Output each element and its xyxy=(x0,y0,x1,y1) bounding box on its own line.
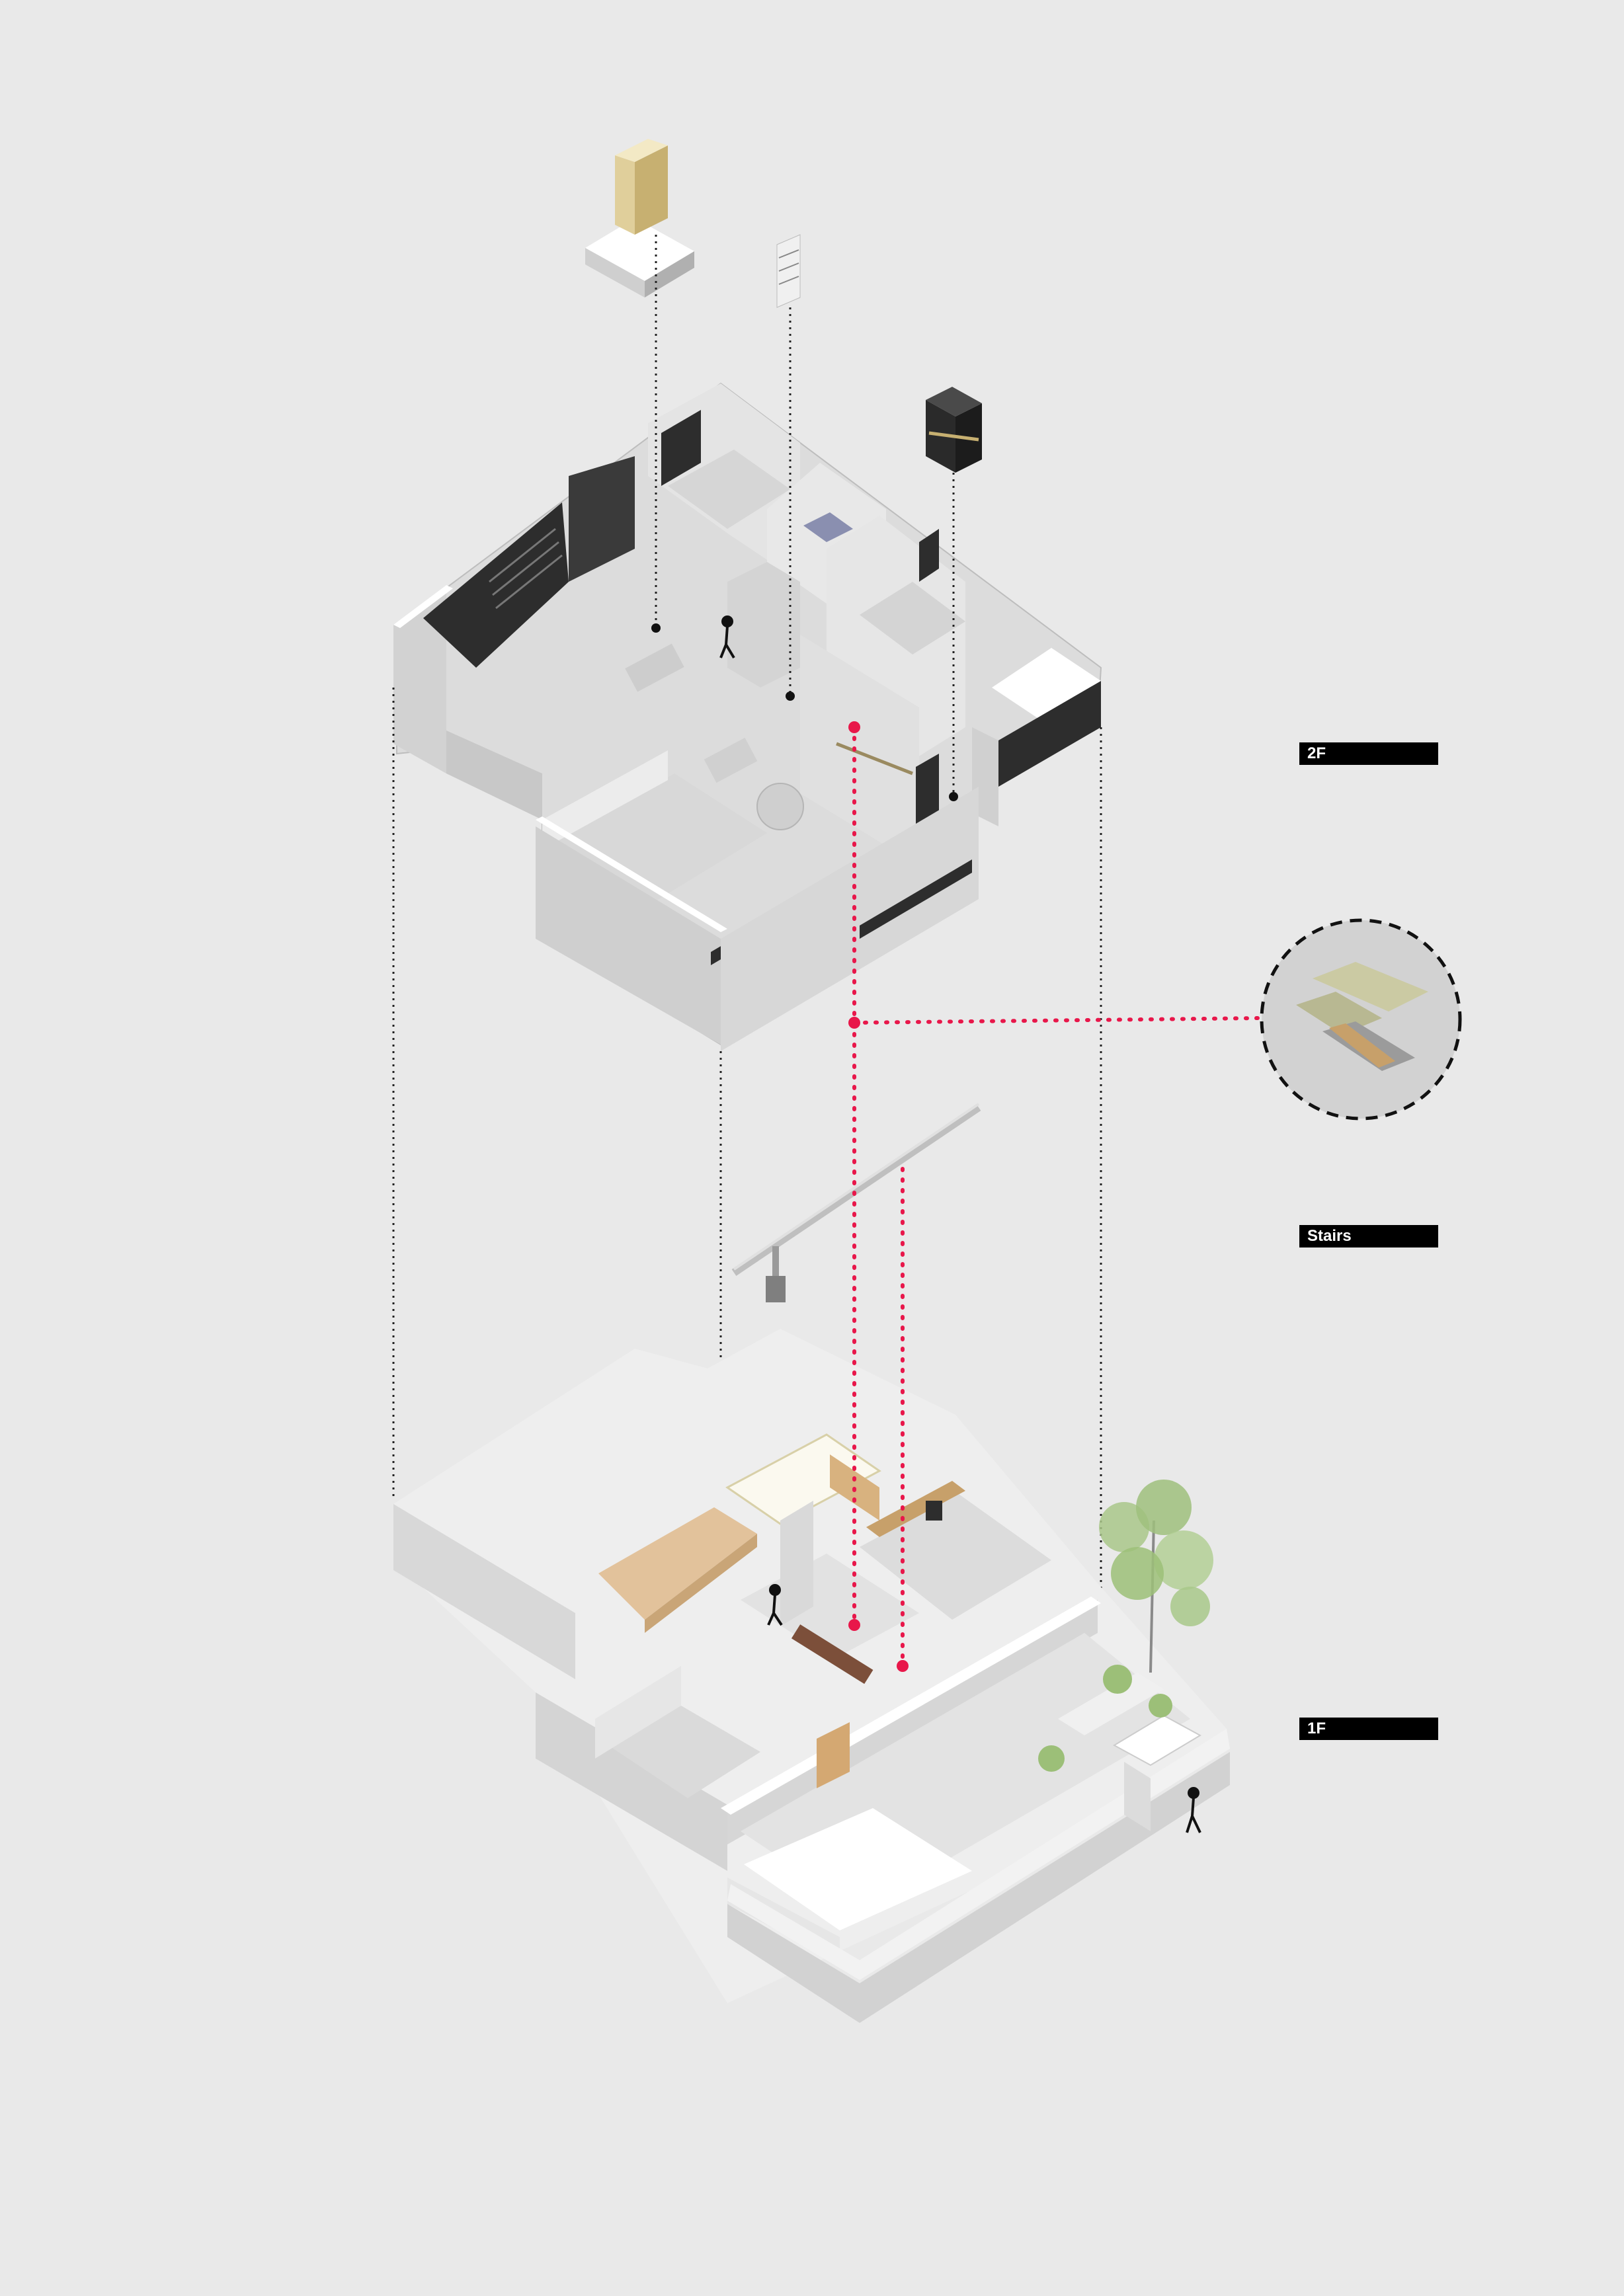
planter-box xyxy=(1058,1673,1164,1735)
tree-icon xyxy=(1038,1480,1213,1772)
kitchen-appliance xyxy=(926,1501,942,1521)
first-floor-slab-top xyxy=(393,1329,1227,2003)
stair-stringer xyxy=(731,1104,981,1276)
first-floor-slab-left-face xyxy=(393,1504,575,1679)
dark-feature-wall-2 xyxy=(569,456,635,582)
kitchen-unit-end xyxy=(645,251,694,297)
stair-post xyxy=(772,1246,779,1283)
north-bedroom-window xyxy=(661,410,701,486)
white-terrace-block xyxy=(744,1808,972,1930)
stairs-label: Stairs xyxy=(1299,1225,1438,1247)
wood-deck xyxy=(598,1507,757,1620)
second-floor-plan xyxy=(393,382,1102,1051)
west-wall-face xyxy=(446,731,542,820)
bathroom-tub xyxy=(803,512,853,542)
kitchen-unit-face xyxy=(585,248,645,297)
callout-stair-upper xyxy=(1313,962,1428,1011)
round-rug xyxy=(756,783,804,830)
lower-left-room-floor xyxy=(608,1706,760,1798)
east-bedroom-floor xyxy=(860,582,965,654)
kitchen-unit-top xyxy=(585,218,694,281)
kitchen-floor xyxy=(860,1494,1051,1620)
tall-cabinet-wood xyxy=(635,145,668,235)
east-wing-face xyxy=(998,681,1101,787)
east-wing-top xyxy=(992,648,1101,721)
wood-deck-side xyxy=(645,1534,757,1633)
southwest-room-outer-top xyxy=(536,816,727,932)
dining-table xyxy=(704,737,758,783)
callout-wood-tread xyxy=(1329,1023,1395,1068)
central-hall-east-wall xyxy=(800,635,919,866)
central-wall-partition xyxy=(780,1501,813,1626)
dark-feature-wall xyxy=(423,502,569,668)
person-walking-icon xyxy=(719,615,735,659)
callout-stair-lower xyxy=(1296,992,1382,1035)
feature-wall-slats-2 xyxy=(492,541,559,596)
white-block xyxy=(725,1433,881,1525)
stair-detail-callout xyxy=(1260,918,1462,1121)
west-wall-block xyxy=(393,585,446,773)
storage-block xyxy=(727,562,800,688)
first-floor-plan xyxy=(393,1329,1230,2023)
southwest-room-back-wall xyxy=(542,750,668,850)
east-bedroom-window xyxy=(919,529,939,582)
shelf-lines-2 xyxy=(778,262,799,272)
person-walking-icon xyxy=(767,1584,783,1626)
central-hall-dark-panel xyxy=(916,754,939,833)
shelf-lines-3 xyxy=(778,276,799,285)
stair-path-nodes xyxy=(848,721,909,1672)
west-wall-top xyxy=(393,585,453,628)
person-walking-icon xyxy=(1186,1787,1201,1833)
first-floor-label: 1F xyxy=(1299,1718,1438,1740)
wardrobe-wood-strip xyxy=(928,431,979,442)
first-floor-slab-step-face xyxy=(536,1692,727,1871)
kitchen-counter xyxy=(866,1481,965,1537)
tall-cabinet-top xyxy=(615,139,668,162)
leader-dots xyxy=(651,623,958,801)
stairs-element xyxy=(731,1103,981,1302)
south-wall-face xyxy=(721,787,979,1051)
stair-stringer-highlight xyxy=(733,1103,980,1271)
feature-wall-slats xyxy=(489,528,556,583)
bench xyxy=(791,1624,873,1684)
shelf-element xyxy=(776,234,801,308)
tall-cabinet-side xyxy=(615,155,635,235)
southwest-room-outer-wall xyxy=(536,826,721,1045)
stair-circulation-path xyxy=(852,725,1262,1668)
dark-wardrobe-front xyxy=(926,400,955,473)
dark-wardrobe-top xyxy=(926,387,982,416)
second-floor-label: 2F xyxy=(1299,742,1438,765)
north-bedroom-floor xyxy=(668,450,790,529)
sofa xyxy=(625,643,684,692)
lower-left-room-wall xyxy=(595,1666,681,1759)
stair-base xyxy=(766,1276,786,1302)
feature-wall-slats-3 xyxy=(495,554,563,610)
exploded-fixtures xyxy=(585,139,982,473)
south-window-long xyxy=(860,859,972,939)
shelf-lines xyxy=(778,249,799,258)
handrail xyxy=(836,742,913,775)
entrance-pavilion-face xyxy=(1124,1762,1151,1831)
entrance-roof xyxy=(1112,1714,1202,1766)
wood-door xyxy=(817,1722,850,1788)
south-wall-top-1f xyxy=(721,1597,1101,1815)
